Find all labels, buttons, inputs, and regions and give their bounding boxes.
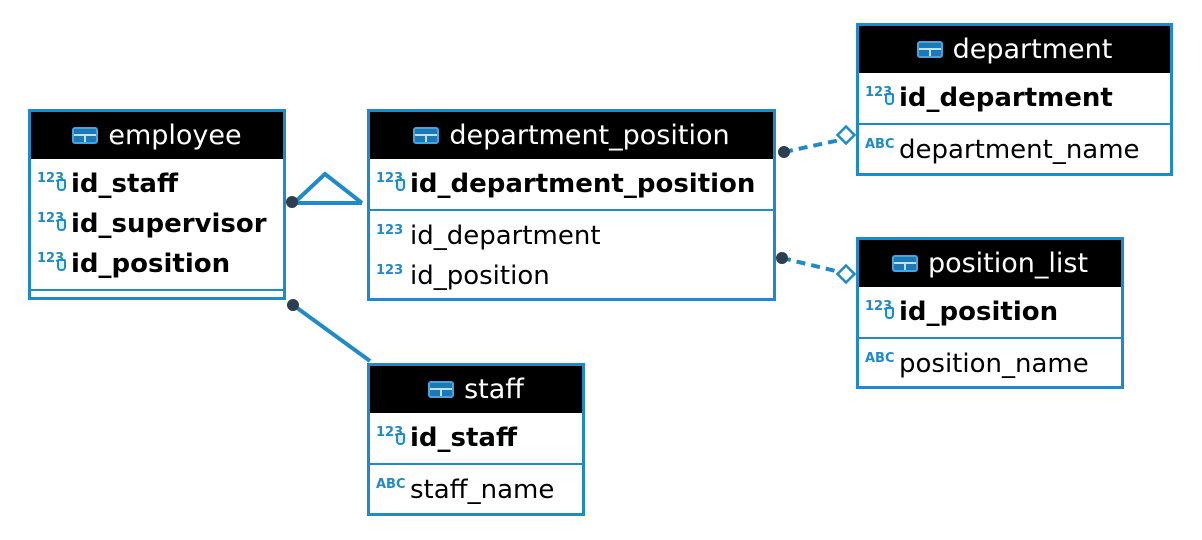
attribute-name: id_supervisor bbox=[71, 209, 267, 239]
entity-title: department_position bbox=[449, 120, 730, 151]
attribute-row[interactable]: 123 id_position bbox=[859, 292, 1121, 332]
numeric-key-icon: 123 bbox=[37, 251, 71, 271]
attribute-row[interactable]: 123 id_staff bbox=[31, 164, 283, 204]
entity-staff[interactable]: staff 123 id_staff ABC staff_name bbox=[367, 363, 585, 516]
attribute-name: position_name bbox=[899, 349, 1089, 379]
attribute-row[interactable]: 123 id_position bbox=[31, 244, 283, 284]
entity-employee[interactable]: employee 123 id_staff 123 id_supervisor … bbox=[28, 109, 286, 300]
attribute-name: id_department_position bbox=[410, 169, 756, 199]
attribute-row[interactable]: ABC department_name bbox=[859, 130, 1170, 170]
pk-section: 123 id_department_position bbox=[370, 159, 773, 209]
numeric-key-icon: 123 bbox=[376, 425, 410, 445]
attribute-section: 123 id_department 123 id_position bbox=[370, 209, 773, 301]
numeric-key-icon: 123 bbox=[865, 299, 899, 319]
entity-header[interactable]: department bbox=[859, 26, 1170, 73]
numeric-type-icon: 123 bbox=[376, 222, 404, 238]
pk-section: 123 id_staff bbox=[370, 413, 582, 463]
attribute-section-empty bbox=[31, 289, 283, 297]
entity-title: department bbox=[952, 34, 1113, 65]
entity-position-list[interactable]: position_list 123 id_position ABC positi… bbox=[856, 237, 1124, 389]
attribute-name: id_position bbox=[410, 261, 550, 291]
pk-section: 123 id_department bbox=[859, 73, 1170, 123]
link-endpoint-dot bbox=[776, 252, 788, 264]
entity-title: employee bbox=[108, 120, 242, 151]
attribute-row[interactable]: 123 id_supervisor bbox=[31, 204, 283, 244]
link-department-position-position-list bbox=[776, 252, 857, 285]
link-employee-department-position bbox=[286, 171, 364, 208]
link-department-position-department bbox=[778, 124, 857, 158]
entity-title: position_list bbox=[927, 248, 1089, 279]
attribute-row[interactable]: 123 id_staff bbox=[370, 418, 582, 458]
entity-header[interactable]: staff bbox=[370, 366, 582, 413]
attribute-name: id_staff bbox=[410, 423, 518, 453]
attribute-name: staff_name bbox=[410, 475, 555, 505]
attribute-section: ABC staff_name bbox=[370, 463, 582, 515]
link-endpoint-dot bbox=[287, 299, 299, 311]
entity-department[interactable]: department 123 id_department ABC departm… bbox=[856, 23, 1173, 176]
attribute-section: ABC department_name bbox=[859, 123, 1170, 175]
link-endpoint-dot bbox=[286, 196, 298, 208]
attribute-name: id_position bbox=[71, 249, 231, 279]
attribute-row[interactable]: 123 id_department_position bbox=[370, 164, 773, 204]
numeric-type-icon: 123 bbox=[376, 262, 404, 278]
table-icon bbox=[428, 381, 455, 398]
link-endpoint-dot bbox=[778, 146, 790, 158]
attribute-row[interactable]: 123 id_department bbox=[859, 78, 1170, 118]
link-endpoint-diamond bbox=[835, 124, 857, 146]
table-icon bbox=[916, 41, 943, 58]
attribute-row[interactable]: ABC position_name bbox=[859, 344, 1121, 384]
attribute-row[interactable]: 123 id_position bbox=[370, 256, 773, 296]
attribute-name: id_department bbox=[410, 221, 601, 251]
numeric-key-icon: 123 bbox=[37, 171, 71, 191]
entity-header[interactable]: position_list bbox=[859, 240, 1121, 287]
text-type-icon: ABC bbox=[865, 136, 895, 152]
entity-header[interactable]: employee bbox=[31, 112, 283, 159]
text-type-icon: ABC bbox=[865, 350, 895, 366]
attribute-row[interactable]: 123 id_department bbox=[370, 216, 773, 256]
entity-title: staff bbox=[464, 374, 524, 405]
link-employee-staff bbox=[287, 299, 372, 363]
table-icon bbox=[891, 255, 918, 272]
table-icon bbox=[72, 127, 99, 144]
numeric-key-icon: 123 bbox=[865, 85, 899, 105]
attribute-name: id_position bbox=[899, 297, 1059, 327]
table-icon bbox=[413, 127, 440, 144]
entity-header[interactable]: department_position bbox=[370, 112, 773, 159]
attribute-name: department_name bbox=[899, 135, 1140, 165]
pk-section: 123 id_position bbox=[859, 287, 1121, 337]
attribute-row[interactable]: ABC staff_name bbox=[370, 470, 582, 510]
attribute-name: id_staff bbox=[71, 169, 179, 199]
text-type-icon: ABC bbox=[376, 476, 406, 492]
attribute-name: id_department bbox=[899, 83, 1113, 113]
pk-section: 123 id_staff 123 id_supervisor 123 id_po… bbox=[31, 159, 283, 289]
link-endpoint-diamond bbox=[835, 263, 857, 285]
numeric-key-icon: 123 bbox=[37, 211, 71, 231]
entity-department-position[interactable]: department_position 123 id_department_po… bbox=[367, 109, 776, 301]
numeric-key-icon: 123 bbox=[376, 171, 410, 191]
attribute-section: ABC position_name bbox=[859, 337, 1121, 389]
